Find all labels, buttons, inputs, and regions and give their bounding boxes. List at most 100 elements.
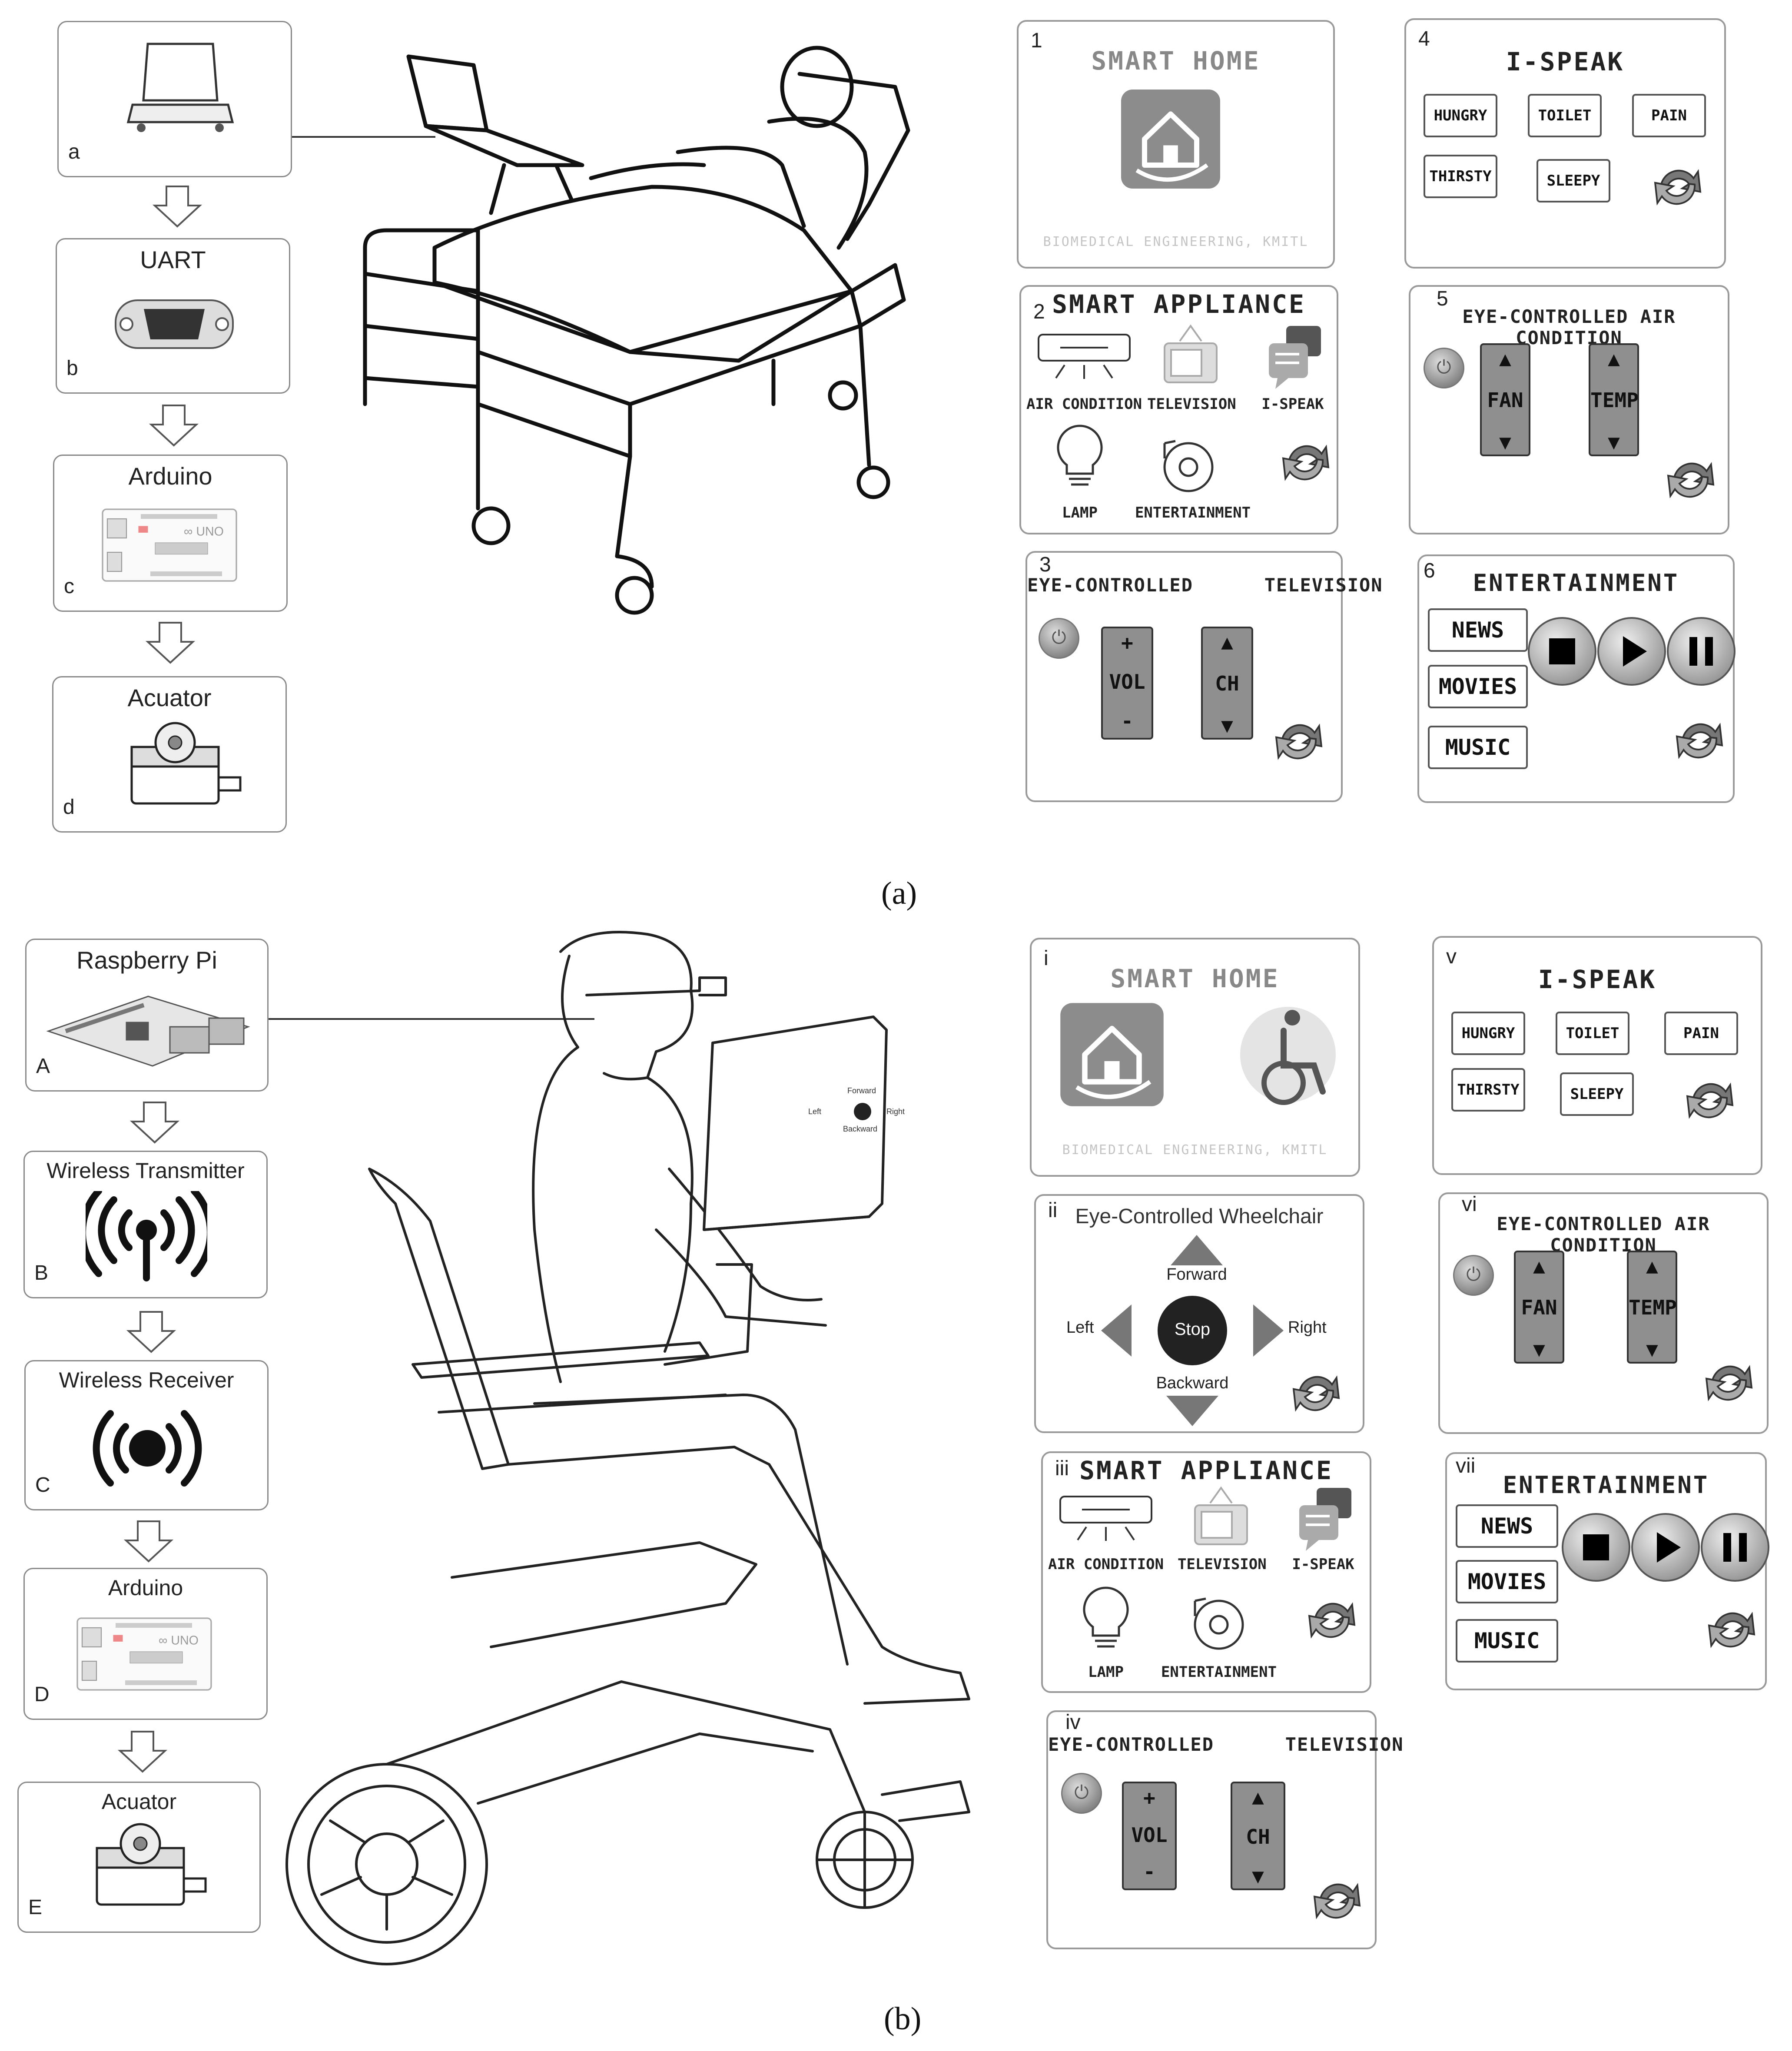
down-arrow-icon[interactable]: ▼ <box>1646 1337 1658 1361</box>
music-button[interactable]: MUSIC <box>1456 1619 1558 1663</box>
television-icon[interactable] <box>1191 1483 1251 1549</box>
down-arrow-icon <box>129 1099 181 1146</box>
sleepy-button[interactable]: SLEEPY <box>1560 1072 1634 1116</box>
refresh-icon[interactable] <box>1304 1592 1360 1649</box>
television-icon[interactable] <box>1160 322 1221 387</box>
up-arrow-icon[interactable]: ▲ <box>1499 347 1511 370</box>
down-arrow-icon[interactable]: ▼ <box>1221 714 1233 737</box>
panel-title: SMART APPLIANCE <box>1079 1456 1333 1485</box>
volume-up[interactable]: + <box>1143 1786 1155 1809</box>
news-button[interactable]: NEWS <box>1456 1504 1558 1548</box>
thirsty-button[interactable]: THIRSTY <box>1424 155 1497 198</box>
i-speak-icon[interactable] <box>1264 322 1325 391</box>
flow-letter: C <box>35 1474 50 1497</box>
panel-footer: BIOMEDICAL ENGINEERING, KMITL <box>1043 234 1309 249</box>
fan-control[interactable]: ▲ FAN ▼ <box>1514 1251 1564 1364</box>
house-icon[interactable] <box>1058 1000 1166 1109</box>
entertainment-icon[interactable] <box>1186 1592 1247 1653</box>
pain-button[interactable]: PAIN <box>1664 1012 1738 1055</box>
refresh-icon[interactable] <box>1703 1602 1760 1658</box>
forward-arrow-icon[interactable] <box>1171 1235 1223 1265</box>
lamp-icon[interactable] <box>1052 421 1108 495</box>
house-icon[interactable] <box>1118 87 1223 191</box>
down-arrow-icon <box>123 1517 175 1565</box>
volume-up[interactable]: + <box>1121 631 1133 654</box>
air-condition-icon[interactable] <box>1056 1492 1156 1544</box>
thirsty-button[interactable]: THIRSTY <box>1451 1068 1525 1112</box>
stop-icon <box>1549 638 1575 664</box>
refresh-icon[interactable] <box>1271 714 1327 770</box>
hungry-button[interactable]: HUNGRY <box>1451 1012 1525 1055</box>
channel-control[interactable]: ▲ CH ▼ <box>1231 1782 1285 1890</box>
refresh-icon[interactable] <box>1701 1355 1757 1411</box>
power-button[interactable]: ⏻ <box>1061 1773 1102 1814</box>
i-speak-icon[interactable] <box>1295 1483 1356 1553</box>
pause-button[interactable] <box>1667 617 1736 686</box>
up-arrow-icon[interactable]: ▲ <box>1221 630 1233 654</box>
power-button[interactable]: ⏻ <box>1424 348 1464 388</box>
panel-title: ENTERTAINMENT <box>1503 1471 1709 1499</box>
movies-button[interactable]: MOVIES <box>1456 1560 1558 1603</box>
down-arrow-icon[interactable]: ▼ <box>1252 1864 1264 1888</box>
stop-button[interactable] <box>1528 617 1596 686</box>
left-arrow-icon[interactable] <box>1101 1304 1132 1357</box>
movies-button[interactable]: MOVIES <box>1428 665 1528 708</box>
music-button[interactable]: MUSIC <box>1428 726 1528 769</box>
up-arrow-icon[interactable]: ▲ <box>1533 1254 1545 1278</box>
power-button[interactable]: ⏻ <box>1039 618 1079 659</box>
backward-arrow-icon[interactable] <box>1166 1396 1218 1426</box>
hospital-bed-illustration <box>363 46 910 615</box>
up-arrow-icon[interactable]: ▲ <box>1608 347 1620 370</box>
down-arrow-icon[interactable]: ▼ <box>1499 430 1511 454</box>
panel-number: vi <box>1462 1193 1477 1216</box>
refresh-icon[interactable] <box>1671 713 1728 769</box>
toilet-button[interactable]: TOILET <box>1528 94 1602 137</box>
volume-control[interactable]: + VOL - <box>1122 1782 1177 1890</box>
power-button[interactable]: ⏻ <box>1453 1255 1494 1296</box>
volume-down[interactable]: - <box>1121 709 1133 733</box>
item-label: AIR CONDITION <box>1026 395 1142 413</box>
toilet-button[interactable]: TOILET <box>1556 1012 1629 1055</box>
refresh-icon[interactable] <box>1682 1072 1738 1129</box>
refresh-icon[interactable] <box>1649 159 1706 216</box>
air-condition-icon[interactable] <box>1034 330 1134 382</box>
wheelchair-icon[interactable] <box>1236 1000 1340 1109</box>
panel-title: I-SPEAK <box>1506 47 1625 76</box>
lamp-icon[interactable] <box>1078 1583 1134 1657</box>
sleepy-button[interactable]: SLEEPY <box>1536 159 1610 202</box>
temp-control[interactable]: ▲ TEMP ▼ <box>1589 343 1639 456</box>
flow-letter: a <box>68 140 80 163</box>
monitor-right-label: Right <box>886 1107 905 1116</box>
down-arrow-icon[interactable]: ▼ <box>1533 1337 1545 1361</box>
hungry-button[interactable]: HUNGRY <box>1424 94 1497 137</box>
play-button[interactable] <box>1597 617 1666 686</box>
caption-a: (a) <box>881 876 917 911</box>
panel-entertainment: vii ENTERTAINMENT NEWS MOVIES MUSIC <box>1445 1452 1769 1690</box>
refresh-icon[interactable] <box>1278 435 1334 491</box>
up-arrow-icon[interactable]: ▲ <box>1646 1254 1658 1278</box>
panel-number: 1 <box>1031 29 1042 52</box>
down-arrow-icon[interactable]: ▼ <box>1608 430 1620 454</box>
right-arrow-icon[interactable] <box>1253 1304 1284 1357</box>
pause-button[interactable] <box>1701 1513 1769 1582</box>
pain-button[interactable]: PAIN <box>1632 94 1706 137</box>
up-arrow-icon[interactable]: ▲ <box>1252 1785 1264 1809</box>
stop-button[interactable] <box>1562 1513 1630 1582</box>
refresh-icon[interactable] <box>1288 1365 1344 1422</box>
power-icon: ⏻ <box>1437 357 1451 377</box>
channel-control[interactable]: ▲ CH ▼ <box>1201 627 1253 740</box>
temp-control[interactable]: ▲ TEMP ▼ <box>1627 1251 1677 1364</box>
news-button[interactable]: NEWS <box>1428 608 1528 652</box>
panel-number: 3 <box>1039 553 1051 576</box>
servo-icon <box>114 712 245 816</box>
play-button[interactable] <box>1631 1513 1700 1582</box>
refresh-icon[interactable] <box>1663 452 1719 508</box>
entertainment-icon[interactable] <box>1156 435 1217 495</box>
refresh-icon[interactable] <box>1309 1873 1365 1929</box>
fan-control[interactable]: ▲ FAN ▼ <box>1480 343 1530 456</box>
flow-letter: B <box>34 1261 49 1284</box>
stop-button[interactable] <box>1158 1296 1227 1365</box>
volume-control[interactable]: + VOL - <box>1101 627 1153 740</box>
arduino-board-icon <box>73 1608 216 1695</box>
volume-down[interactable]: - <box>1143 1860 1155 1883</box>
